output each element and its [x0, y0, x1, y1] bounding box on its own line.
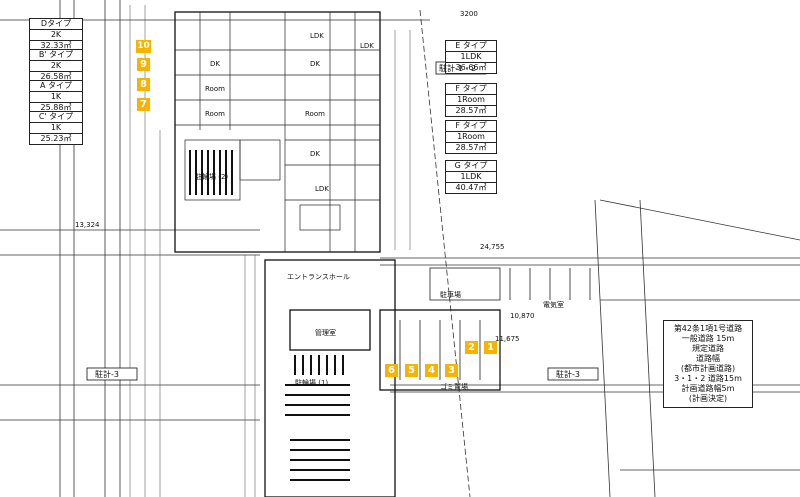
- legend-line: 3・1・2 道路15m: [674, 374, 742, 383]
- unit-type-label: A タイプ: [39, 81, 72, 90]
- unit-type-label: F タイプ: [455, 121, 487, 130]
- lot-number-1: 1: [484, 341, 497, 354]
- unit-plan-label: 1Room: [446, 94, 496, 105]
- parking-number-7: 7: [137, 98, 150, 111]
- room-label: LDK: [360, 42, 374, 50]
- room-label: 駐輪場 (1): [295, 379, 329, 387]
- dimension-label: 24,755: [480, 243, 505, 251]
- unit-area-label: 26.58㎡: [30, 71, 82, 82]
- room-label: 管理室: [315, 329, 336, 337]
- unit-type-label: C' タイプ: [38, 112, 74, 121]
- room-label: LDK: [315, 185, 329, 193]
- lot-number-5: 5: [405, 364, 418, 377]
- unit-plan-label: 1LDK: [446, 51, 496, 62]
- lot-number-2: 2: [465, 341, 478, 354]
- dimension-label: 13,324: [75, 221, 100, 229]
- unit-plan-label: 1K: [30, 122, 82, 133]
- unit-type-g-box: G タイプ 1LDK 40.47㎡: [445, 160, 497, 194]
- unit-type-bprime-box: B' タイプ 2K 26.58㎡: [29, 49, 83, 83]
- road-legend-box: 第42条1項1号道路 一般道路 15m 規定道路 道路幅 (都市計画道路) 3・…: [663, 320, 753, 408]
- unit-type-label: E タイプ: [455, 41, 487, 50]
- unit-area-label: 32.33㎡: [30, 40, 82, 51]
- unit-type-label: Dタイプ: [40, 19, 72, 28]
- unit-plan-label: 2K: [30, 29, 82, 40]
- legend-line: (計画決定): [688, 394, 728, 403]
- room-label: DK: [310, 150, 320, 158]
- room-label: Room: [205, 110, 225, 118]
- unit-plan-label: 2K: [30, 60, 82, 71]
- parking-number-10: 10: [136, 40, 151, 53]
- dimension-label: 3200: [460, 10, 478, 18]
- room-label: Room: [205, 85, 225, 93]
- room-label: DK: [310, 60, 320, 68]
- unit-plan-label: 1LDK: [446, 171, 496, 182]
- legend-line: 道路幅: [696, 354, 720, 363]
- unit-type-a-box: A タイプ 1K 25.88㎡: [29, 80, 83, 114]
- lot-number-4: 4: [425, 364, 438, 377]
- unit-type-f-box: F タイプ 1Room 28.57㎡: [445, 83, 497, 117]
- dimension-label: 10,870: [510, 312, 535, 320]
- unit-area-label: 36.66㎡: [446, 62, 496, 73]
- unit-area-label: 28.57㎡: [446, 105, 496, 116]
- street-label-right: 駐計-3: [556, 370, 580, 379]
- unit-plan-label: 1K: [30, 91, 82, 102]
- room-label: ゴミ置場: [440, 383, 468, 391]
- parking-number-9: 9: [137, 58, 150, 71]
- unit-type-e-box: E タイプ 1LDK 36.66㎡: [445, 40, 497, 74]
- unit-area-label: 40.47㎡: [446, 182, 496, 193]
- unit-area-label: 25.88㎡: [30, 102, 82, 113]
- unit-area-label: 28.57㎡: [446, 142, 496, 153]
- unit-type-cprime-box: C' タイプ 1K 25.23㎡: [29, 111, 83, 145]
- legend-line: 規定道路: [692, 344, 724, 353]
- room-label: DK: [210, 60, 220, 68]
- room-label: 駐輪場 (2): [195, 173, 229, 181]
- unit-plan-label: 1Room: [446, 131, 496, 142]
- legend-line: 一般道路 15m: [681, 334, 735, 343]
- unit-type-label: F タイプ: [455, 84, 487, 93]
- parking-number-8: 8: [137, 78, 150, 91]
- street-label-top: 駐計-1・2: [439, 64, 477, 73]
- lot-number-3: 3: [445, 364, 458, 377]
- unit-type-f2-box: F タイプ 1Room 28.57㎡: [445, 120, 497, 154]
- unit-type-label: G タイプ: [454, 161, 488, 170]
- room-label: 電気室: [543, 301, 564, 309]
- unit-type-label: B' タイプ: [38, 50, 74, 59]
- unit-area-label: 25.23㎡: [30, 133, 82, 144]
- legend-line: 第42条1項1号道路: [673, 324, 743, 333]
- legend-line: 計画道路幅5m: [681, 384, 735, 393]
- room-label: LDK: [310, 32, 324, 40]
- legend-line: (都市計画道路): [680, 364, 736, 373]
- room-label: エントランスホール: [287, 273, 350, 281]
- room-label: Room: [305, 110, 325, 118]
- room-label: 駐車場: [440, 291, 461, 299]
- dimension-label: 11,675: [495, 335, 520, 343]
- street-label-left: 駐計-3: [95, 370, 119, 379]
- unit-type-d-box: Dタイプ 2K 32.33㎡: [29, 18, 83, 52]
- lot-number-6: 6: [385, 364, 398, 377]
